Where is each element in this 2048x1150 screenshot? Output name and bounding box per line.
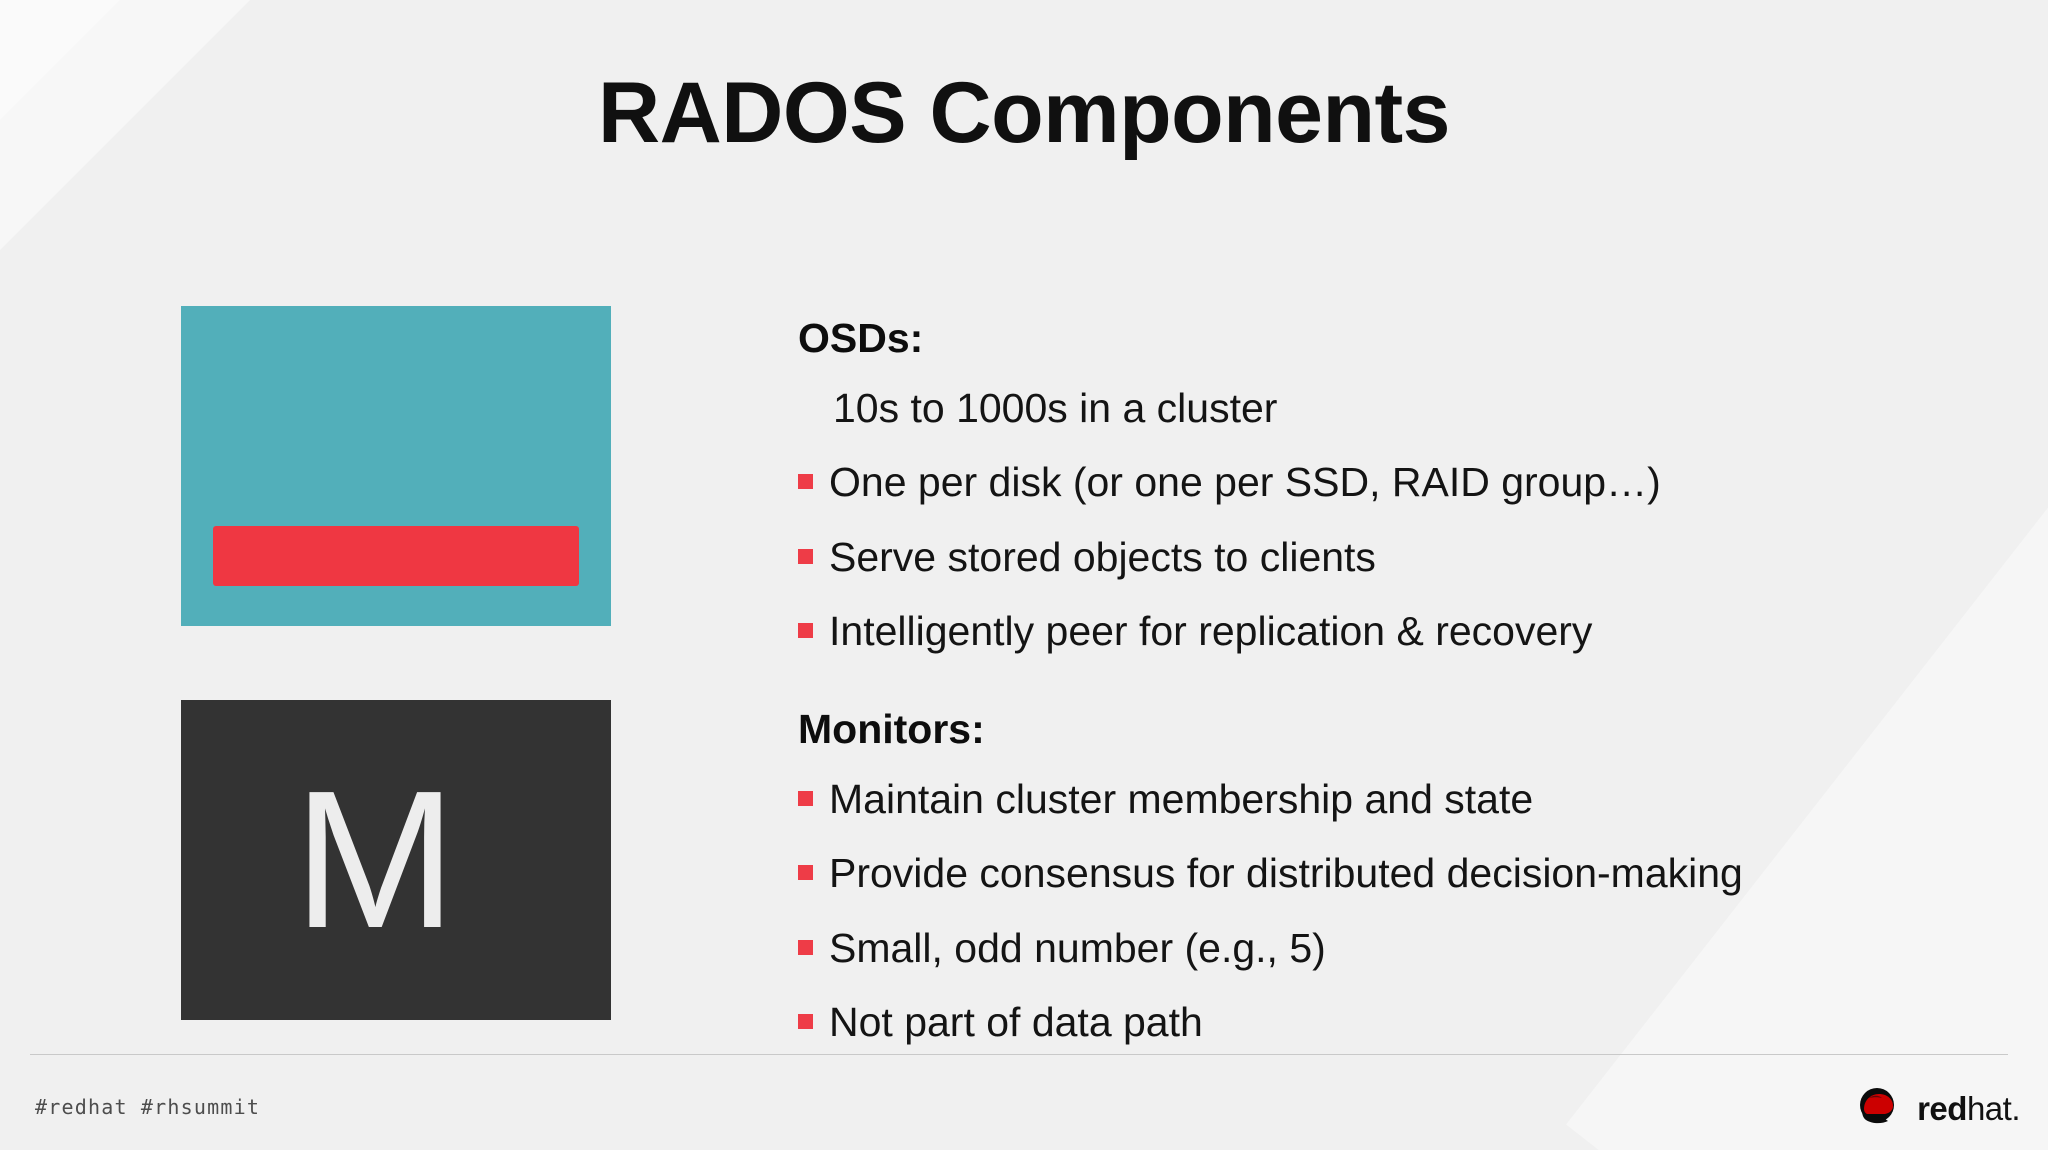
list-item: 10s to 1000s in a cluster — [798, 385, 1978, 431]
logo-word-red: red — [1917, 1089, 1967, 1127]
list-item: Small, odd number (e.g., 5) — [798, 924, 1978, 971]
list-item-label: 10s to 1000s in a cluster — [833, 385, 1278, 431]
redhat-logo: redhat. — [1852, 1085, 2020, 1131]
redhat-shadowman-icon — [1860, 1088, 1895, 1124]
list-item: Serve stored objects to clients — [798, 533, 1978, 580]
footer-hashtags: #redhat #rhsummit — [35, 1095, 261, 1119]
list-item-label: Provide consensus for distributed decisi… — [829, 850, 1743, 897]
bullet-marker — [798, 865, 813, 881]
bullet-marker — [798, 474, 813, 490]
list-item-label: Not part of data path — [829, 998, 1203, 1045]
bullet-marker — [802, 400, 817, 415]
group-heading-monitors: Monitors: — [798, 706, 985, 753]
bullet-marker — [798, 939, 813, 955]
bullet-marker — [798, 548, 813, 564]
osd-icon — [181, 306, 611, 626]
monitor-icon: M — [181, 700, 611, 1020]
group-monitors: Monitors: Maintain cluster membership an… — [798, 709, 1978, 1044]
list-item: Maintain cluster membership and state — [798, 777, 1978, 821]
group-heading-osds: OSDs: — [798, 315, 924, 361]
list-item-label: Small, odd number (e.g., 5) — [829, 924, 1326, 971]
list-item: One per disk (or one per SSD, RAID group… — [798, 459, 1978, 506]
list-item-label: Serve stored objects to clients — [829, 533, 1376, 580]
monitor-icon-letter: M — [293, 750, 457, 969]
page-title: RADOS Components — [598, 65, 1451, 161]
osd-icon-bar — [213, 526, 579, 586]
logo-word-dot: . — [2011, 1089, 2020, 1127]
list-item: Not part of data path — [798, 1000, 1978, 1044]
list-item-label: Maintain cluster membership and state — [829, 776, 1534, 823]
list-item: Intelligently peer for replication & rec… — [798, 609, 1978, 653]
list-item-label: One per disk (or one per SSD, RAID group… — [829, 459, 1661, 506]
list-item: Provide consensus for distributed decisi… — [798, 850, 1978, 897]
footer-divider — [30, 1054, 2008, 1055]
list-item-label: Intelligently peer for replication & rec… — [829, 607, 1593, 654]
group-osds: OSDs: 10s to 1000s in a cluster One per … — [798, 318, 1978, 653]
bullet-marker — [798, 791, 813, 807]
content-column: OSDs: 10s to 1000s in a cluster One per … — [798, 318, 1978, 1044]
redhat-wordmark: redhat. — [1917, 1092, 2020, 1125]
bullet-marker — [798, 622, 813, 638]
logo-word-hat: hat — [1966, 1089, 2012, 1127]
bullet-marker — [798, 1013, 813, 1029]
background-band-bottom-right-inner — [1972, 553, 2048, 1150]
